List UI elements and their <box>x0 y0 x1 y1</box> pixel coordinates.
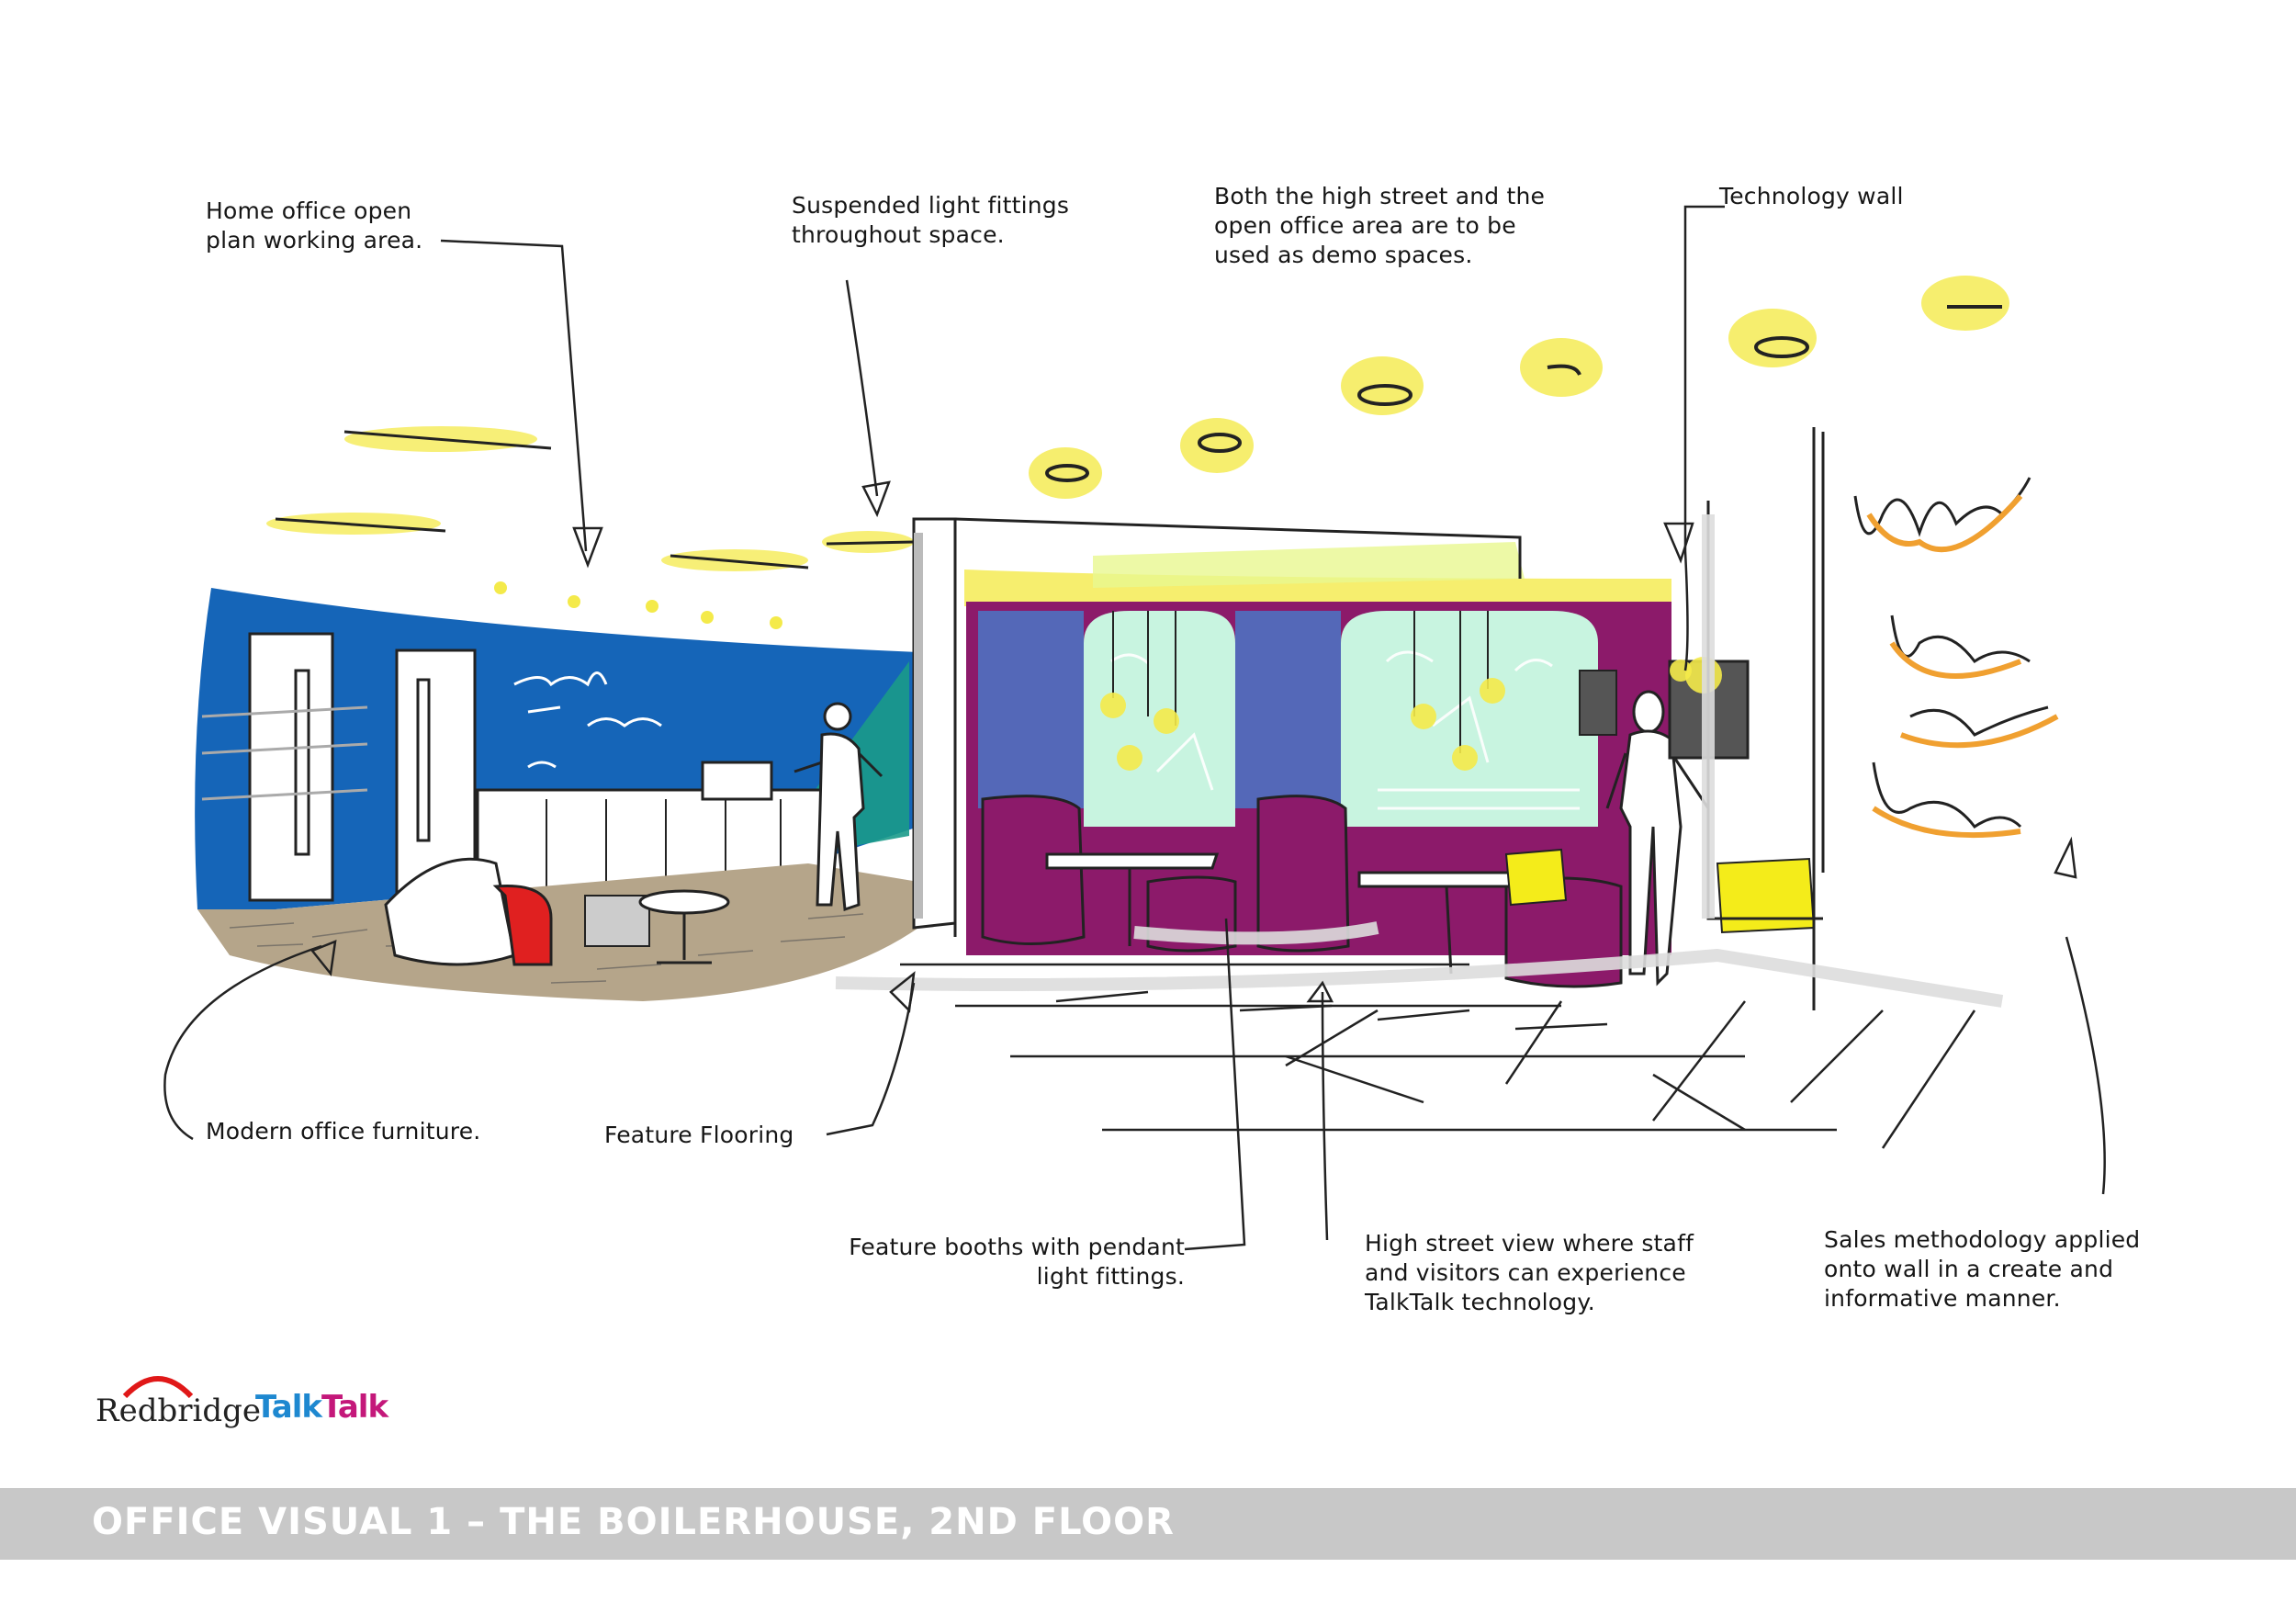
annotation-home-office: Home office open plan working area. <box>206 197 423 254</box>
annotation-feature-booths: Feature booths with pendant light fittin… <box>849 1234 1185 1290</box>
talktalk-wordmark-part2: Talk <box>321 1389 388 1426</box>
redbridge-wordmark: Redbridge <box>96 1393 262 1429</box>
annotation-high-street: High street view where staff and visitor… <box>1365 1230 1694 1315</box>
wall-scribbles <box>513 671 662 769</box>
linear-ceiling-lights <box>266 426 915 571</box>
footer-title: OFFICE VISUAL 1 – THE BOILERHOUSE, 2ND F… <box>92 1501 1175 1543</box>
feature-floor-area <box>197 863 918 1001</box>
redbridge-logo: Redbridge <box>96 1370 261 1435</box>
talktalk-wordmark-part1: Talk <box>255 1389 322 1426</box>
walking-woman <box>1605 690 1710 987</box>
annotation-feature-flooring: Feature Flooring <box>604 1122 794 1148</box>
footer-bar: OFFICE VISUAL 1 – THE BOILERHOUSE, 2ND F… <box>0 1488 2296 1560</box>
annotation-suspended-lights: Suspended light fittings throughout spac… <box>792 192 1070 248</box>
annotation-sales-methodology: Sales methodology applied onto wall in a… <box>1824 1226 2141 1312</box>
pendant-lights <box>1100 611 1505 771</box>
annotation-demo-spaces: Both the high street and the open office… <box>1214 183 1546 268</box>
annotation-leader-lines <box>163 205 2106 1251</box>
standing-man <box>793 702 884 912</box>
sales-methodology-scribbles <box>1853 477 2059 839</box>
yellow-cube <box>1504 848 1568 907</box>
spot-lights <box>494 581 782 629</box>
annotation-modern-furniture: Modern office furniture. <box>206 1118 481 1145</box>
talktalk-logo: TalkTalk <box>255 1389 388 1426</box>
floor-tile-lines <box>900 963 1976 1149</box>
office-doors <box>201 632 477 902</box>
annotation-technology-wall: Technology wall <box>1719 183 1904 209</box>
redbridge-arc-icon <box>122 1376 194 1398</box>
round-ceiling-lights <box>1029 276 2009 499</box>
